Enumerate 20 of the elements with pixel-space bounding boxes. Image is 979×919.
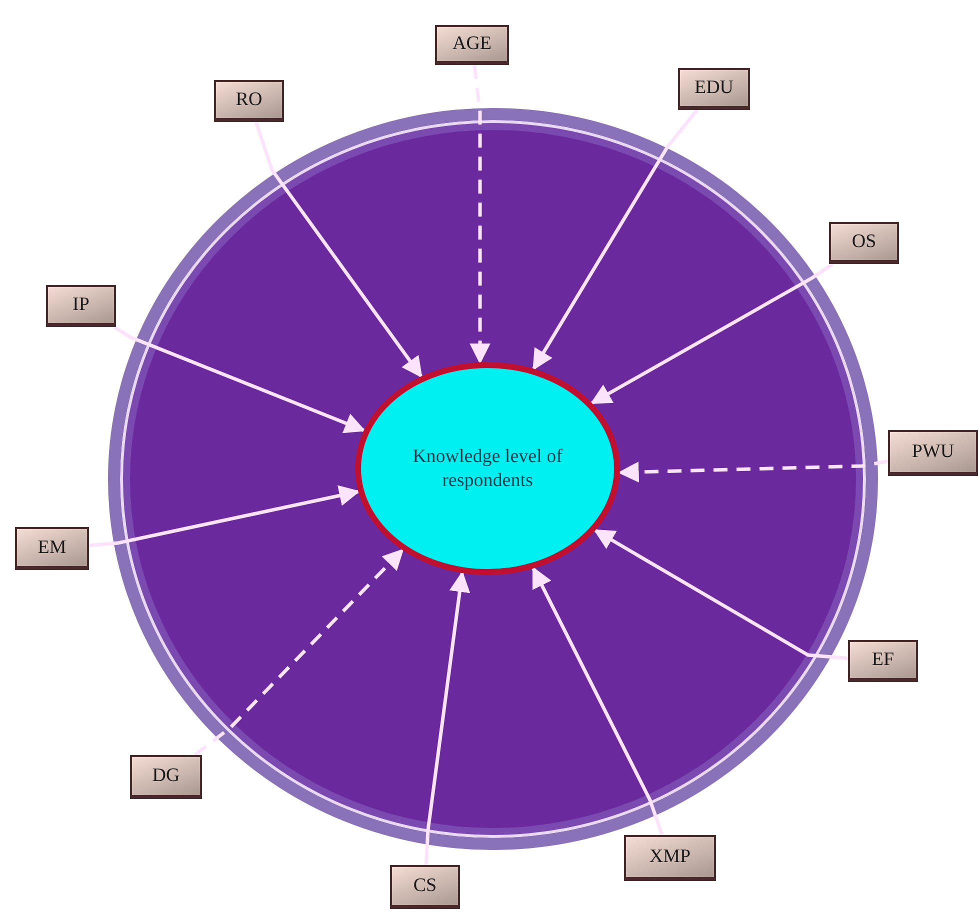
factor-box: AGE [435,25,509,65]
arrow [254,121,423,378]
factor-box: IP [46,285,116,327]
factor-box: CS [390,865,460,909]
factor-box: EF [848,640,918,682]
factor-box: EM [15,527,89,570]
arrow [618,460,888,483]
arrow [470,64,490,364]
arrow [194,548,404,756]
arrow [424,570,470,866]
factor-box: EDU [678,68,750,110]
factor-box: RO [214,80,284,122]
arrow [590,262,834,405]
arrow [113,326,366,434]
factor-box: OS [829,222,899,264]
factor-box: XMP [624,835,716,881]
arrow [532,108,698,370]
central-ellipse: Knowledge level of respondents [355,362,620,575]
arrow [88,485,360,548]
factor-box: PWU [888,430,978,476]
